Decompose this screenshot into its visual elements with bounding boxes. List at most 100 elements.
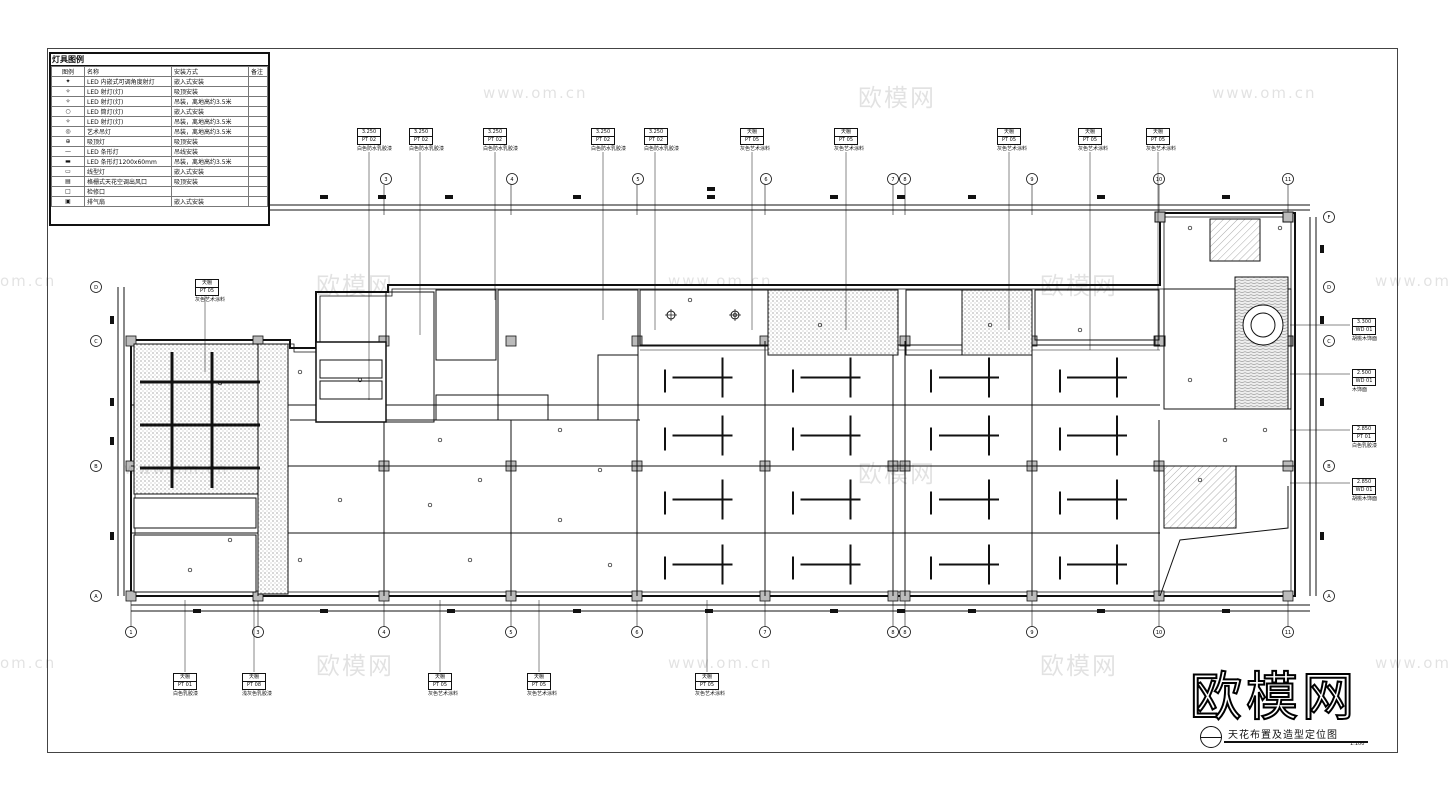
downlight-icon bbox=[557, 427, 563, 433]
legend-symbol-icon: ◎ bbox=[51, 126, 85, 137]
downlight-icon bbox=[1277, 225, 1283, 231]
tag-sub: PT 05 bbox=[528, 681, 550, 689]
legend-row: —LED 条形灯吊线安装 bbox=[51, 146, 268, 157]
legend-name: 格栅式天花空调出风口 bbox=[84, 176, 172, 187]
dimension-mark bbox=[1097, 609, 1105, 613]
watermark-brand: 欧模网 bbox=[316, 652, 394, 680]
downlight-icon bbox=[297, 369, 303, 375]
watermark-brand: 欧模网 bbox=[858, 460, 936, 488]
tag-code: 3.250 bbox=[361, 129, 377, 135]
axis-bubble bbox=[1323, 335, 1335, 347]
curved-soffit bbox=[1159, 486, 1289, 597]
tag-code: 天棚 bbox=[434, 674, 445, 680]
legend-mount: 吊装，离地高约3.5米 bbox=[171, 156, 249, 167]
axis-label: 1 bbox=[129, 630, 132, 636]
axis-bubble bbox=[90, 335, 102, 347]
tag-note: 白色防水乳胶漆 bbox=[483, 146, 519, 152]
axis-label: 5 bbox=[509, 630, 512, 636]
axis-bubble bbox=[505, 626, 517, 638]
drawing-frame bbox=[47, 48, 1398, 753]
axis-bubble bbox=[1153, 173, 1165, 185]
dimension-mark bbox=[1320, 398, 1324, 406]
tag-code: 天棚 bbox=[533, 674, 544, 680]
downlight-icon bbox=[437, 437, 443, 443]
legend-note bbox=[248, 166, 268, 177]
title-underline bbox=[1224, 741, 1368, 743]
room bbox=[319, 380, 383, 400]
room bbox=[639, 289, 769, 347]
structural-column bbox=[125, 335, 137, 347]
legend-row: ◎艺术吊灯吊装，离地高约3.5米 bbox=[51, 126, 268, 137]
tag-note: 胡桃木饰面 bbox=[1352, 496, 1378, 502]
tag-code: 2.850 bbox=[1356, 426, 1372, 432]
tag-code: 天棚 bbox=[248, 674, 259, 680]
legend-symbol-icon: ▤ bbox=[51, 176, 85, 187]
room bbox=[385, 291, 435, 423]
legend-name: 线型灯 bbox=[84, 166, 172, 177]
axis-label: 6 bbox=[764, 177, 767, 183]
legend-name: LED 条形灯1200x60mm bbox=[84, 156, 172, 167]
structural-column bbox=[1154, 335, 1166, 347]
legend-row: ⊕吸顶灯吸顶安装 bbox=[51, 136, 268, 147]
tag-note: 灰色艺术涂料 bbox=[428, 691, 459, 697]
downlight-icon bbox=[557, 517, 563, 523]
dimension-mark bbox=[1222, 609, 1230, 613]
tag-sub: PT 05 bbox=[1079, 136, 1101, 144]
tag-sub: PT 05 bbox=[835, 136, 857, 144]
downlight-icon bbox=[1222, 437, 1228, 443]
tag-sub: PT 08 bbox=[243, 681, 265, 689]
dimension-mark bbox=[110, 316, 114, 324]
axis-label: D bbox=[94, 285, 98, 291]
tag-code: 3.250 bbox=[648, 129, 664, 135]
hatched-ceiling-zone bbox=[767, 289, 899, 356]
legend-note bbox=[248, 106, 268, 117]
legend-row: ✧LED 射灯(灯)吸顶安装 bbox=[51, 86, 268, 97]
legend-name: LED 射灯(灯) bbox=[84, 116, 172, 127]
tag-code: 3.300 bbox=[1356, 319, 1372, 325]
axis-label: 7 bbox=[763, 630, 766, 636]
downlight-icon bbox=[297, 557, 303, 563]
legend-header-name: 名称 bbox=[84, 66, 172, 77]
tag-note: 灰色艺术涂料 bbox=[1146, 146, 1177, 152]
downlight-icon bbox=[427, 502, 433, 508]
drawing-scale: 1:100 bbox=[1350, 741, 1365, 747]
axis-bubble bbox=[90, 460, 102, 472]
tag-note: 灰色艺术涂料 bbox=[527, 691, 558, 697]
legend-symbol-icon: ✧ bbox=[51, 86, 85, 97]
axis-label: 5 bbox=[636, 177, 639, 183]
ceiling-panel bbox=[133, 534, 257, 593]
legend-row: ✦LED 内嵌式可调角度射灯嵌入式安装 bbox=[51, 76, 268, 87]
tag-sub: WD 01 bbox=[1353, 326, 1375, 334]
watermark-site: www.om.cn bbox=[483, 84, 588, 102]
tag-code: 天棚 bbox=[701, 674, 712, 680]
downlight-icon bbox=[1187, 225, 1193, 231]
room bbox=[1034, 289, 1160, 341]
dimension-mark bbox=[110, 398, 114, 406]
dimension-mark bbox=[897, 609, 905, 613]
legend-row: ▤格栅式天花空调出风口吸顶安装 bbox=[51, 176, 268, 187]
axis-bubble bbox=[1153, 626, 1165, 638]
axis-bubble bbox=[759, 626, 771, 638]
drawing-index-icon bbox=[1200, 726, 1222, 748]
watermark-brand: 欧模网 bbox=[1040, 652, 1118, 680]
downlight-icon bbox=[477, 477, 483, 483]
axis-bubble bbox=[90, 281, 102, 293]
tag-note: 灰色艺术涂料 bbox=[695, 691, 726, 697]
lighting-legend: 灯具图例 图例 名称 安装方式 备注 ✦LED 内嵌式可调角度射灯嵌入式安装✧L… bbox=[49, 52, 270, 226]
watermark-site: www.om.cn bbox=[1212, 84, 1317, 102]
dimension-mark bbox=[1320, 532, 1324, 540]
structural-column bbox=[125, 590, 137, 602]
axis-label: 8 bbox=[903, 630, 906, 636]
legend-note bbox=[248, 156, 268, 167]
axis-label: A bbox=[1327, 594, 1331, 600]
dimension-mark bbox=[707, 187, 715, 191]
legend-mount: 吊装，离地高约3.5米 bbox=[171, 96, 249, 107]
